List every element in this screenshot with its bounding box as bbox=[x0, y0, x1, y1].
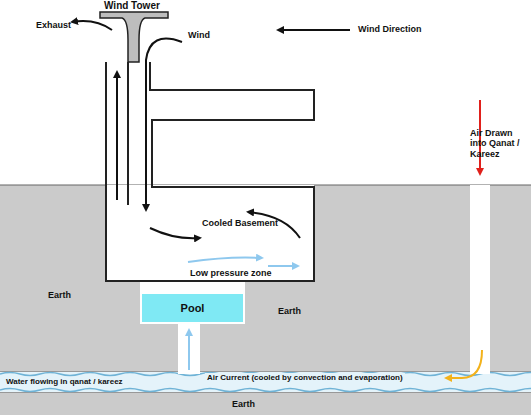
exhaust-arrow bbox=[72, 21, 112, 30]
basement-label: Cooled Basement bbox=[200, 218, 280, 228]
low-pressure-flow-arrow bbox=[268, 265, 298, 267]
air-current-arrow bbox=[446, 350, 482, 378]
earth-label: Earth bbox=[48, 290, 71, 300]
earth-bottom bbox=[0, 392, 531, 415]
up-flow-arrow bbox=[116, 72, 118, 200]
tower-label: Wind Tower bbox=[104, 0, 160, 12]
earth-label: Earth bbox=[232, 399, 255, 409]
cool-air-rise-arrow bbox=[188, 330, 190, 370]
basement-cavity bbox=[107, 185, 314, 281]
intake-label: Air Drawn into Qanat / Kareez bbox=[470, 128, 528, 159]
earth-label: Earth bbox=[278, 306, 301, 316]
shaft-divider bbox=[127, 62, 129, 205]
tower-cap bbox=[100, 12, 168, 62]
basement-flow-arrow bbox=[150, 228, 200, 238]
down-flow-arrow bbox=[146, 39, 182, 210]
qanat-shaft bbox=[470, 185, 490, 374]
exhaust-label: Exhaust bbox=[36, 20, 71, 30]
wind-label: Wind bbox=[188, 30, 210, 40]
pool-box: Pool bbox=[140, 292, 245, 324]
air-current-label: Air Current (cooled by convection and ev… bbox=[205, 373, 405, 382]
wind-direction-label: Wind Direction bbox=[358, 24, 421, 34]
pool-label: Pool bbox=[181, 302, 205, 314]
wind-direction-arrow bbox=[278, 29, 350, 31]
water-label: Water flowing in qanat / kareez bbox=[4, 377, 125, 386]
low-pressure-flow-arrow bbox=[188, 258, 262, 263]
pool-gap bbox=[140, 282, 245, 292]
earth-ground bbox=[0, 185, 531, 372]
water-wave bbox=[0, 389, 531, 392]
pipe-shaft bbox=[178, 322, 200, 374]
building-walls bbox=[106, 62, 314, 281]
pressure-label: Low pressure zone bbox=[190, 268, 272, 278]
